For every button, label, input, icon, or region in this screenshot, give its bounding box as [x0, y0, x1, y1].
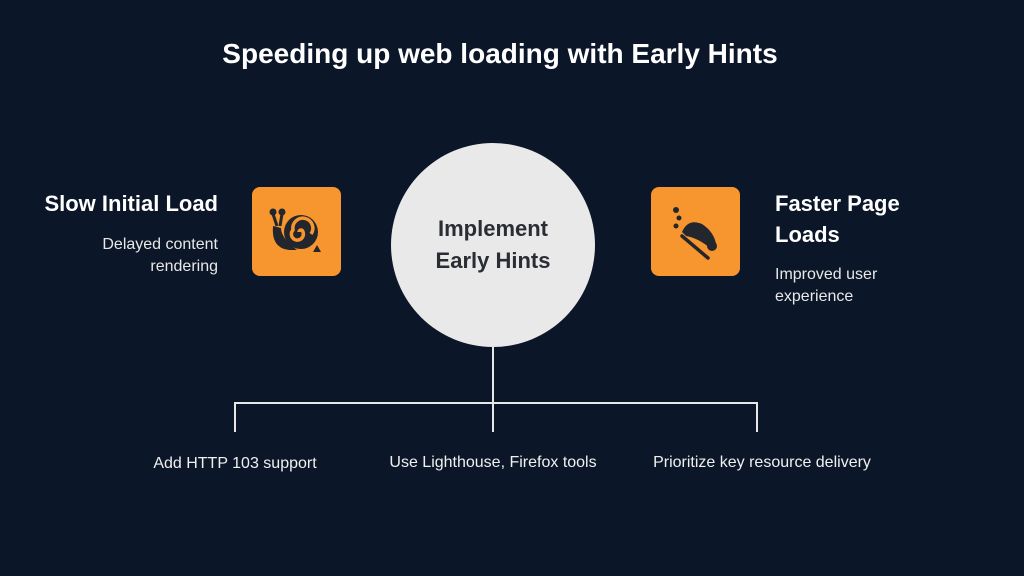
branch-bar: [234, 402, 758, 404]
right-description: Improved user experience: [775, 266, 878, 305]
branch-label-1: Add HTTP 103 support: [153, 455, 317, 472]
branch-line-1: [234, 402, 236, 432]
trunk-line: [492, 345, 494, 404]
snail-icon-box: [252, 187, 341, 276]
snail-icon: [269, 208, 321, 252]
branch-label-2: Use Lighthouse, Firefox tools: [389, 454, 597, 471]
sledding-icon: [672, 206, 717, 260]
diagram-title: Speeding up web loading with Early Hints: [222, 38, 778, 69]
sledding-icon-box: [651, 187, 740, 276]
left-title: Slow Initial Load: [44, 191, 218, 216]
center-label: Implement Early Hints: [435, 216, 551, 273]
left-description: Delayed content rendering: [102, 236, 218, 275]
center-node: Implement Early Hints: [391, 143, 595, 347]
branch-line-2: [492, 402, 494, 432]
right-title: Faster Page Loads: [775, 191, 900, 247]
branch-line-3: [756, 402, 758, 432]
branch-label-3: Prioritize key resource delivery: [653, 454, 871, 471]
